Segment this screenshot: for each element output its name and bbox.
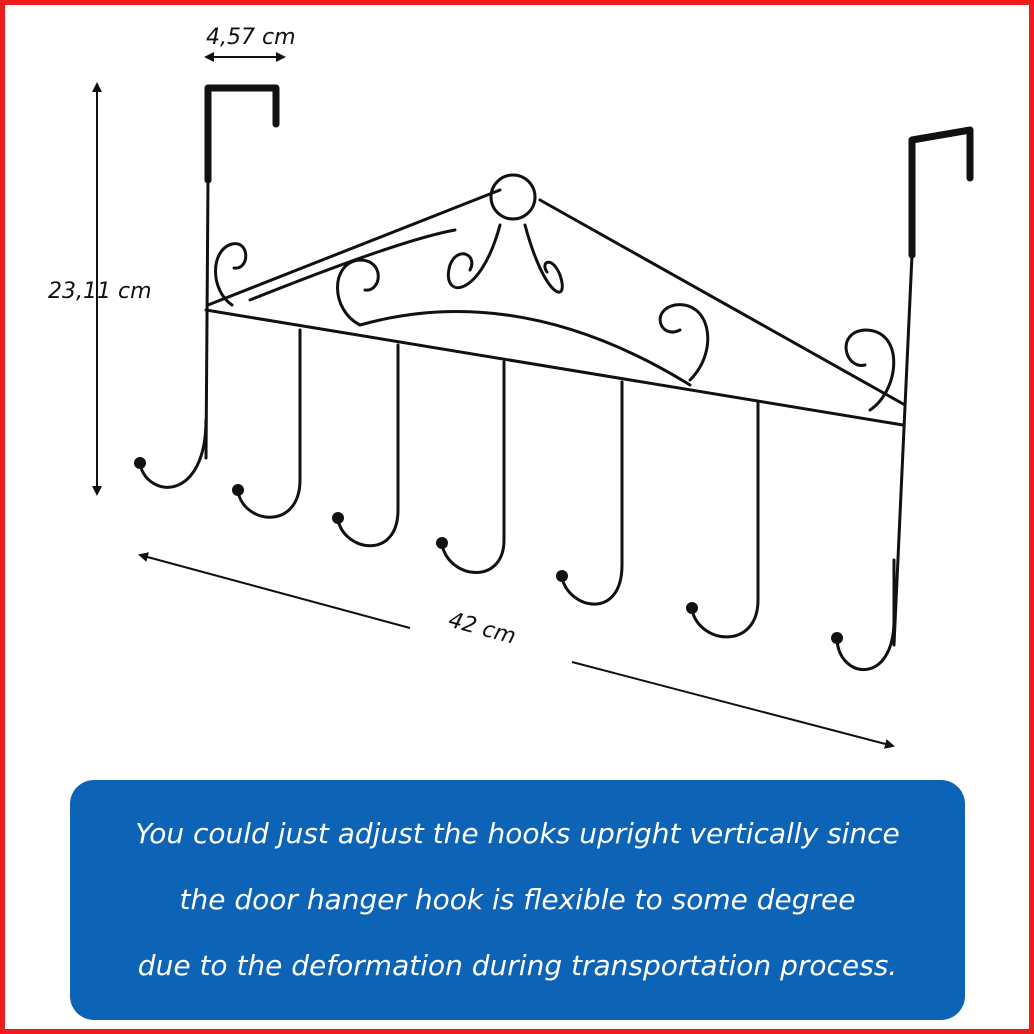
scroll-3 [447,223,502,290]
hook-5 [560,380,624,606]
frame-inner-arc [358,310,692,387]
main-bar [204,308,905,427]
left-post [204,178,210,460]
frame-left-diagonal [206,188,502,307]
hook-tips [134,457,843,644]
note-line-2: the door hanger hook is flexible to some… [179,883,856,916]
info-note-box: You could just adjust the hooks upright … [70,780,965,1020]
hook-depth-label: 4,57 cm [206,25,296,50]
top-ring [489,173,537,221]
left-door-clip [204,84,280,184]
note-line-1: You could just adjust the hooks upright … [135,817,900,850]
hook-tip-1 [134,457,146,469]
hook-tip-6 [686,602,698,614]
hook-6 [690,401,760,639]
width-arrow-left [138,552,411,629]
hook-tip-7 [831,632,843,644]
frame-inner-left [248,228,457,302]
hook-4 [440,360,506,574]
scroll-1 [214,242,248,307]
frame-right-diagonal [538,198,907,407]
width-arrow-right [571,661,895,749]
right-post [892,253,914,647]
scroll-2 [336,258,380,327]
hook-3 [336,343,400,548]
hook-tip-3 [332,512,344,524]
hook-tip-2 [232,484,244,496]
hook-2 [236,328,302,519]
hook-7 [835,558,896,672]
scroll-5 [658,303,710,382]
hook-1 [138,418,208,489]
note-line-3: due to the deformation during transporta… [137,949,898,982]
hook-tip-5 [556,570,568,582]
right-door-clip [908,126,974,259]
scroll-6 [844,328,896,412]
hook-tip-4 [436,537,448,549]
height-label: 23,11 cm [48,279,152,304]
door-hanger [138,84,974,672]
scroll-4 [523,223,564,294]
width-label: 42 cm [446,608,519,650]
